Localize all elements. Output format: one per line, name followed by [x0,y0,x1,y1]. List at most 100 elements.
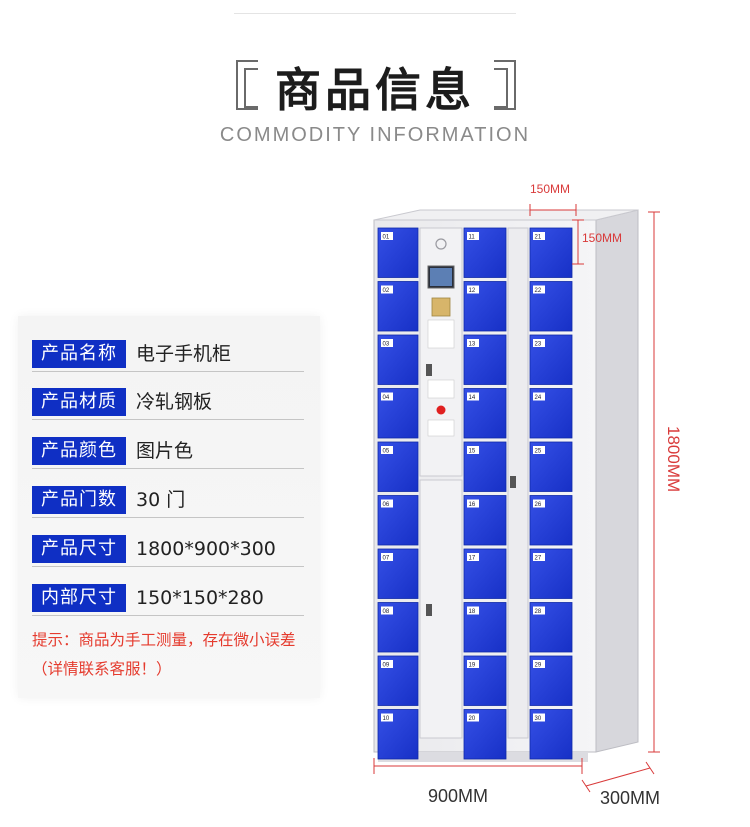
title-bracket-left [236,60,258,110]
locker-number-tag [533,660,545,668]
locker-number: 21 [535,235,542,241]
locker-door [529,655,573,706]
locker-door [463,281,507,332]
locker-number-tag [533,392,545,401]
spec-label: 产品颜色 [32,437,126,465]
locker-number-tag [467,285,479,294]
locker-number-tag [533,499,545,508]
locker-number-tag [381,285,393,294]
locker-number-tag [533,232,545,240]
locker-number-tag [533,713,545,722]
locker-number: 19 [469,663,476,669]
locker-number-tag [381,392,393,401]
locker-number-tag [381,606,393,615]
locker-number-tag [381,553,393,561]
instruction-label [427,419,455,437]
locker-number-tag [467,232,479,240]
locker-number-tag [467,713,479,722]
locker-number: 26 [535,502,542,508]
locker-number-tag [533,285,545,294]
door-width-label: 150MM [530,182,570,196]
spec-value: 30 门 [136,489,186,511]
locker-number: 10 [383,716,390,722]
page-subtitle: COMMODITY INFORMATION [219,124,531,146]
spec-row-color: 产品颜色 图片色 [32,433,304,473]
spec-label: 产品名称 [32,340,126,368]
locker-number: 11 [469,235,476,241]
locker-number: 16 [469,502,476,508]
spec-underline [32,566,304,567]
instruction-label [427,379,455,399]
spec-row-material: 产品材质 冷轧钢板 [32,384,304,424]
locker-number-tag [381,660,393,668]
locker-number-tag [467,606,479,615]
spec-row-size: 产品尺寸 1800*900*300 [32,531,304,571]
total-depth-label: 300MM [600,788,660,808]
locker-number: 20 [469,716,476,722]
locker-number-tag [533,446,545,454]
locker-number: 08 [383,609,390,615]
locker-number-tag [381,446,393,454]
spec-panel: 产品名称 电子手机柜 产品材质 冷轧钢板 产品颜色 图片色 产品门数 30 门 … [18,316,320,698]
page-title: 商品信息 [275,63,475,117]
total-width-label: 900MM [428,786,488,806]
locker-number: 09 [383,663,390,669]
spec-row-name: 产品名称 电子手机柜 [32,336,304,376]
dimension-lines [373,204,660,793]
spec-value: 图片色 [136,440,194,462]
locker-number-tag [467,660,479,668]
spec-underline [32,371,304,372]
spec-label: 产品材质 [32,388,126,416]
locker-number-tag [467,339,479,347]
locker-number: 03 [383,342,390,348]
locker-number-tag [533,606,545,615]
spec-underline [32,468,304,469]
locker-number-tag [381,499,393,508]
spec-label: 内部尺寸 [32,584,126,612]
locker-number-tag [381,339,393,347]
emergency-button [436,405,446,415]
keypad-icon [431,297,451,317]
lock-icon [510,476,516,488]
total-height-label: 1800MM [664,426,683,492]
locker-door [463,388,507,439]
locker-number: 12 [469,288,476,294]
spec-underline [32,419,304,420]
locker-number-tag [467,553,479,561]
door-height-label: 150MM [582,231,622,245]
locker-number-tag [533,339,545,347]
camera-icon [435,238,447,250]
locker-number: 27 [535,556,542,562]
cabinet-divider [507,227,529,739]
locker-number: 24 [535,395,542,401]
control-panel-upper [419,227,463,477]
locker-number: 01 [383,235,390,241]
locker-number: 17 [469,556,476,562]
locker-number-tag [467,392,479,401]
locker-number-tag [467,446,479,454]
lock-icon [426,364,432,376]
locker-number: 06 [383,502,390,508]
spec-value: 冷轧钢板 [136,391,213,413]
locker-number: 22 [535,288,542,294]
lock-icon [426,604,432,616]
locker-number-tag [381,232,393,240]
header: 商品信息 COMMODITY INFORMATION [0,0,750,160]
locker-number: 14 [469,395,476,401]
locker-number-tag [381,713,393,722]
locker-number: 23 [535,342,542,348]
instruction-label [427,319,455,349]
measurement-note: 提示：商品为手工测量，存在微小误差（详情联系客服！） [32,631,296,678]
locker-number: 15 [469,449,476,455]
locker-number-tag [467,499,479,508]
locker-number: 18 [469,609,476,615]
header-top-line [234,0,516,14]
spec-row-doors: 产品门数 30 门 [32,482,304,522]
cabinet-side [595,209,639,753]
spec-value: 电子手机柜 [136,343,232,365]
